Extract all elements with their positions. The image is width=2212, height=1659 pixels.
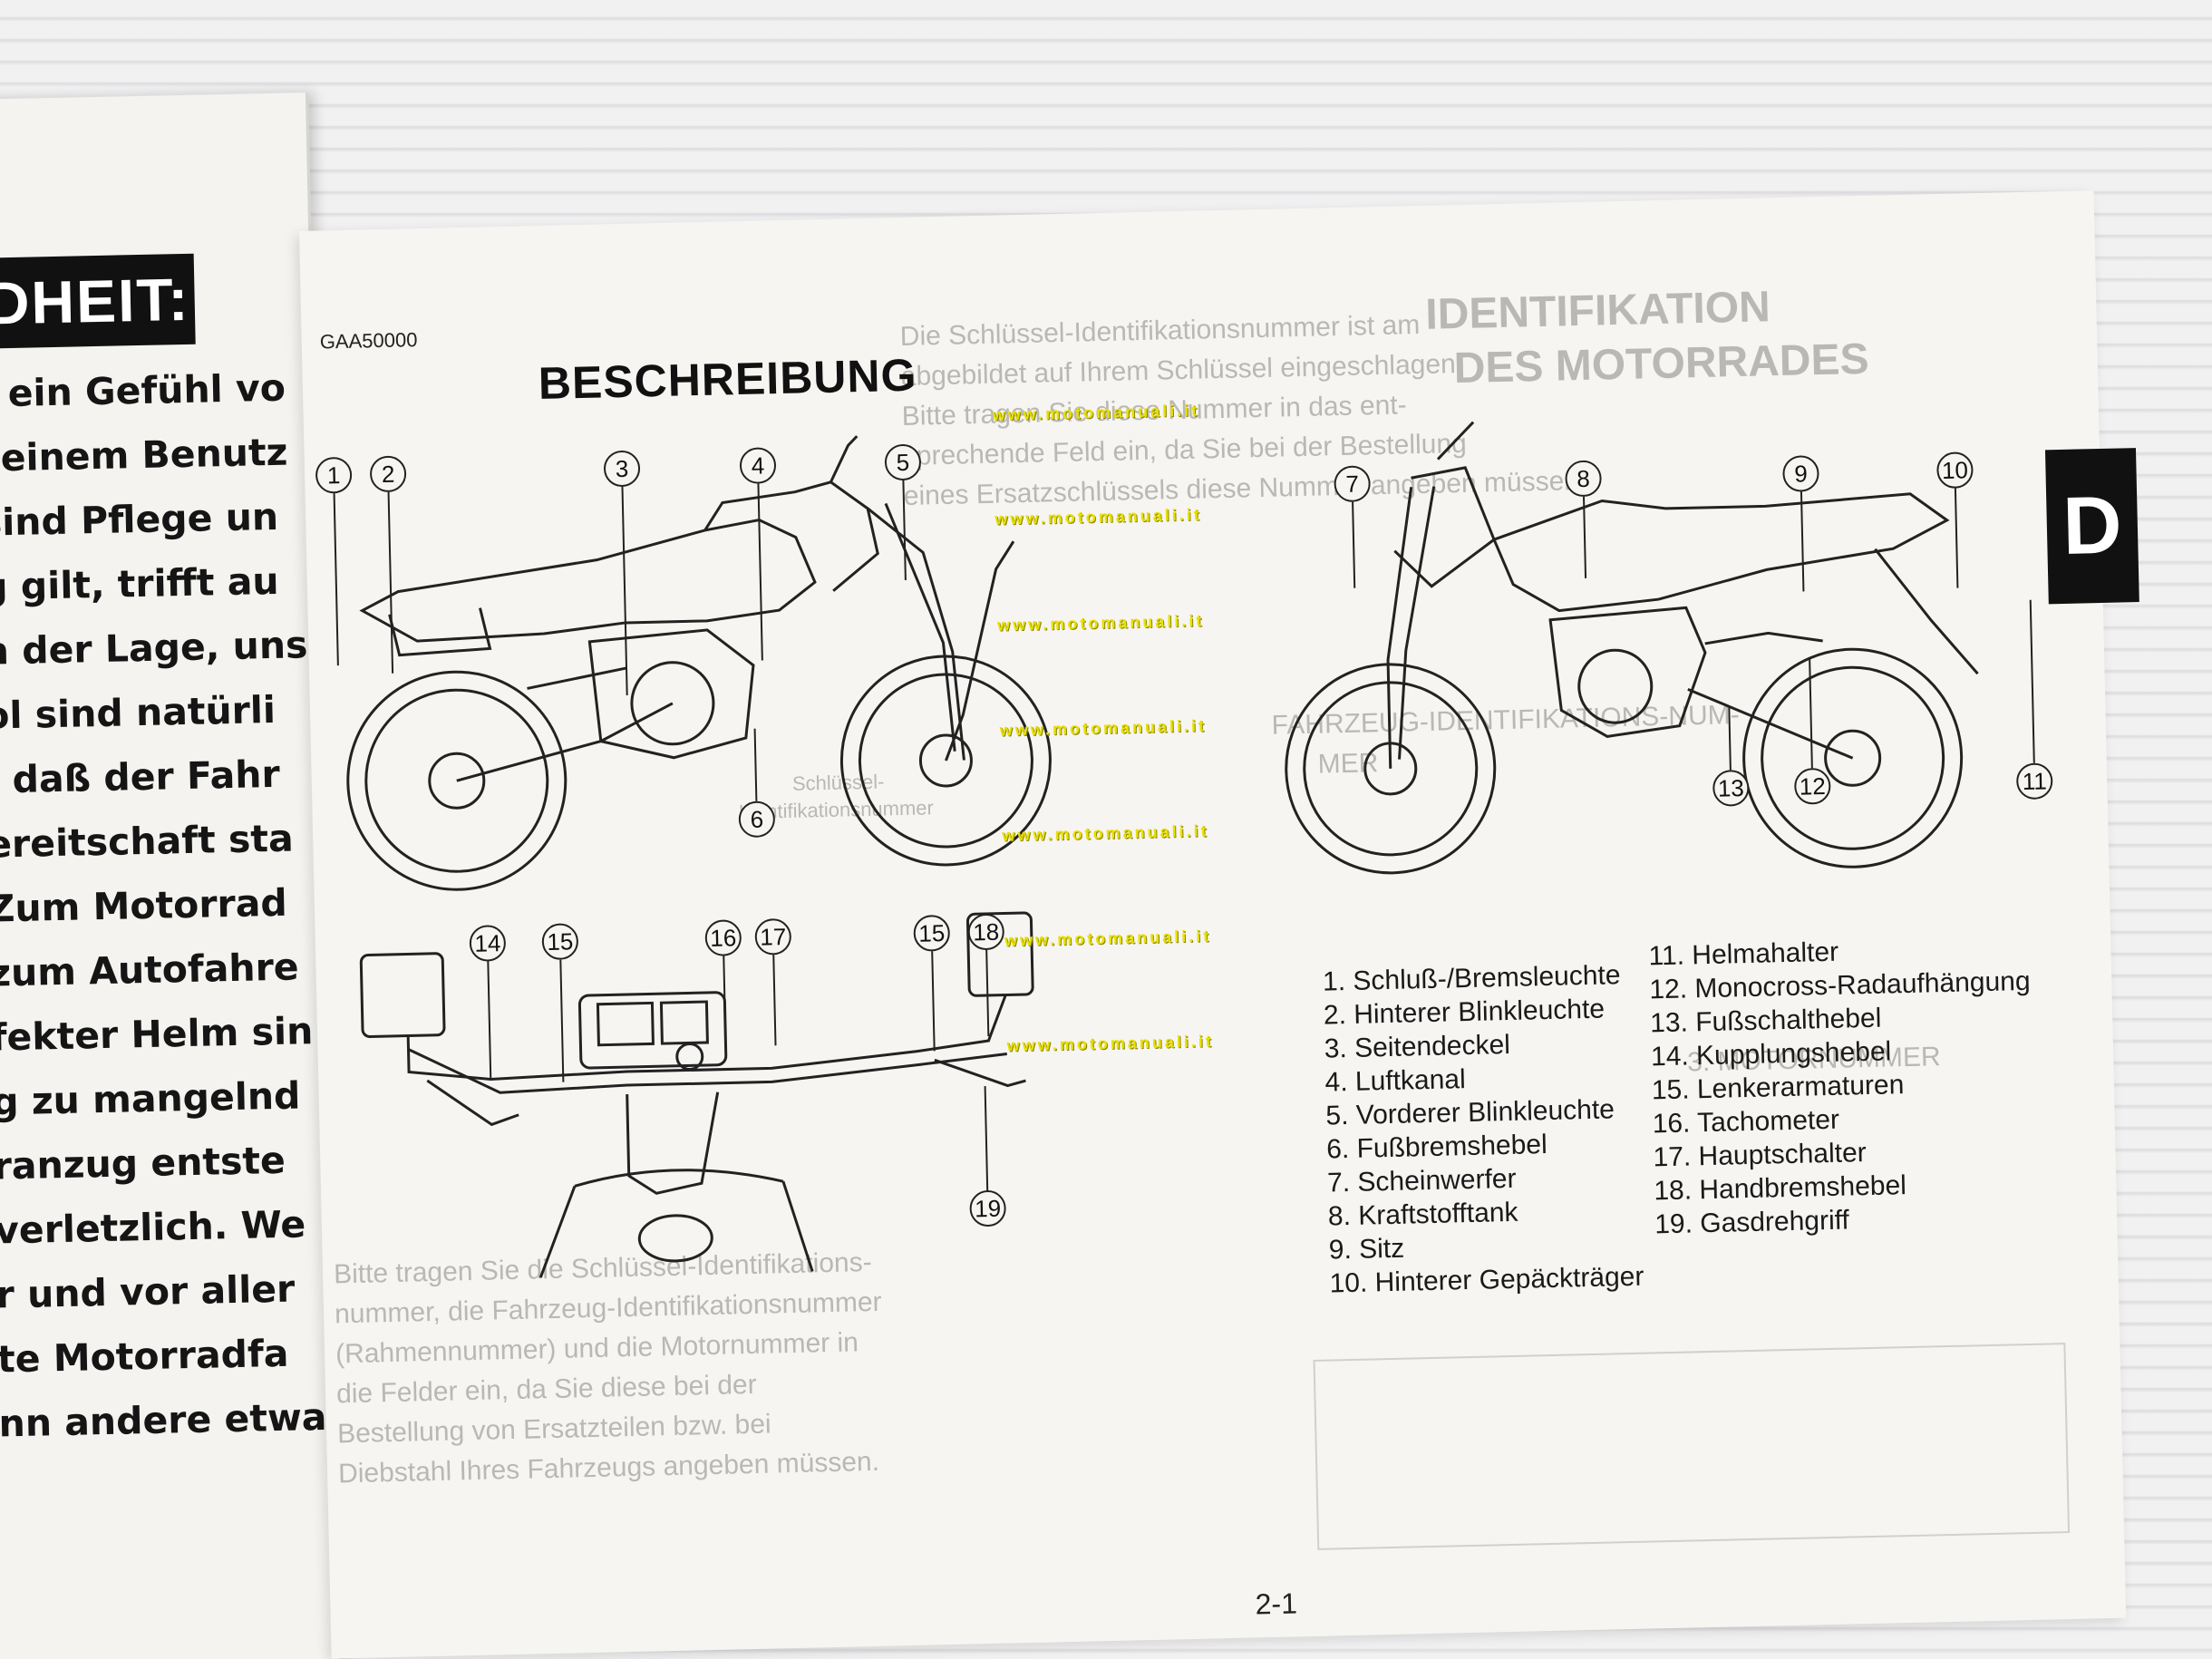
ghost-number-box	[1313, 1343, 2071, 1550]
left-line: seinem Benutz	[0, 430, 288, 480]
watermark: www.motomanuali.it	[1004, 927, 1212, 950]
watermark: www.motomanuali.it	[996, 611, 1205, 635]
callout-15: 15	[541, 923, 579, 961]
left-line: n der Lage, uns	[0, 623, 308, 674]
left-line: zum Autofahre	[0, 945, 300, 995]
callout-16: 16	[704, 919, 742, 957]
section-tab: D	[2044, 448, 2139, 605]
parts-list-item: 2. Hinterer Blinkleuchte	[1323, 994, 1606, 1031]
left-line: Zum Motorrad	[0, 880, 288, 931]
callout-15b: 15	[913, 914, 951, 952]
callout-10: 10	[1936, 451, 1974, 490]
leader-line	[2029, 599, 2035, 763]
left-page: DHEIT: t ein Gefühl vo seinem Benutz sin…	[0, 92, 343, 1659]
watermark: www.motomanuali.it	[1002, 821, 1209, 845]
callout-19: 19	[969, 1189, 1007, 1227]
handlebar-illustration	[359, 911, 1034, 1278]
watermark: www.motomanuali.it	[994, 505, 1202, 529]
left-line: ranzug entste	[0, 1138, 286, 1188]
left-line: te Motorradfa	[0, 1331, 289, 1382]
left-line: verletzlich. We	[0, 1202, 306, 1253]
left-line: g zu mangelnd	[0, 1073, 301, 1124]
left-page-heading: DHEIT:	[0, 253, 196, 349]
parts-list-item: 5. Vorderer Blinkleuchte	[1325, 1094, 1615, 1131]
page-title: BESCHREIBUNG	[538, 349, 918, 410]
callout-12: 12	[1793, 767, 1831, 805]
callout-17: 17	[754, 917, 792, 956]
left-line: fekter Helm sin	[0, 1009, 314, 1060]
watermark: www.motomanuali.it	[999, 716, 1208, 740]
left-line: r und vor aller	[0, 1266, 296, 1317]
left-line: sind Pflege un	[0, 494, 279, 545]
motorcycle-right-view-illustration	[1285, 421, 1979, 875]
left-line: nn andere etwa	[0, 1394, 327, 1446]
left-line: g gilt, trifft au	[0, 558, 280, 609]
ghost-title-1: IDENTIFIKATION	[1424, 283, 1771, 339]
callout-14: 14	[469, 925, 507, 962]
left-line: t ein Gefühl vo	[0, 365, 286, 416]
parts-list-left: 1. Schluß-/Bremsleuchte 2. Hinterer Blin…	[1323, 958, 1644, 1301]
left-line: ol sind natürli	[0, 687, 276, 738]
page-number: 2-1	[1255, 1586, 1298, 1621]
left-line: , daß der Fahr	[0, 752, 281, 802]
left-page-text: t ein Gefühl vo seinem Benutz sind Pfleg…	[0, 355, 335, 1456]
callout-13: 13	[1712, 769, 1750, 807]
main-page: IDENTIFIKATION DES MOTORRADES Die Schlüs…	[299, 190, 2139, 1659]
left-line: ereitschaft sta	[0, 816, 295, 867]
motorcycle-left-view-illustration	[346, 435, 1052, 891]
parts-list-right: 11. Helmahalter 12. Monocross-Radaufhäng…	[1648, 931, 2036, 1241]
ghost-title-2: DES MOTORRADES	[1453, 335, 1870, 393]
callout-11: 11	[2015, 762, 2053, 800]
parts-list-item: 10. Hinterer Gepäckträger	[1329, 1261, 1644, 1299]
page-code: GAA50000	[319, 328, 418, 354]
watermark: www.motomanuali.it	[1006, 1032, 1215, 1055]
callout-18: 18	[967, 913, 1005, 951]
